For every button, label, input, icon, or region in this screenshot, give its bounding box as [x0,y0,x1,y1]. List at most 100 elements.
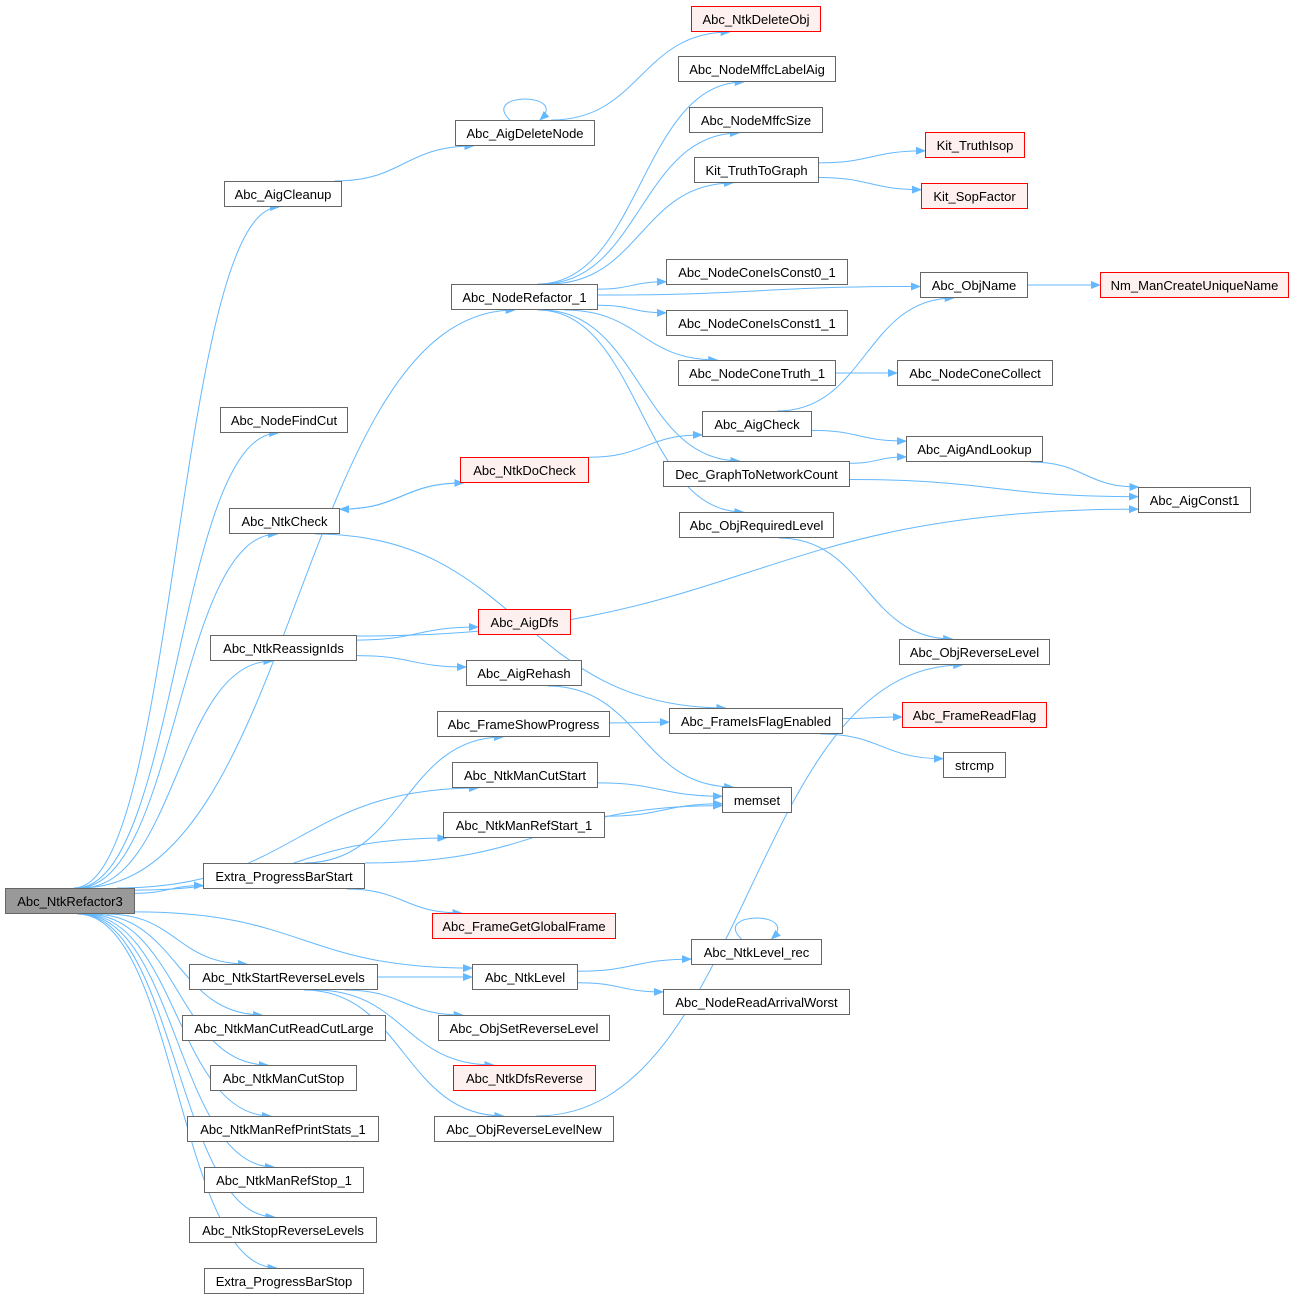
edge-noderefactor-to-decgraph [541,309,741,465]
node-ntklevel[interactable]: Abc_NtkLevel [472,964,578,990]
edge-ntklevel-to-nodereadarrival [577,982,664,996]
edge-objrequiredlevel-to-objreverselevel [778,537,954,643]
edge-objreverselevelnew-to-objreverselevel [536,661,964,1117]
edge-ntkmanrefstart-to-memset [604,799,723,817]
edge-aigcleanup-to-aigdeletenode [334,142,475,182]
node-nodeconeconst1[interactable]: Abc_NodeConeIsConst1_1 [666,310,848,336]
edge-root-to-ntkmancutstart [116,784,480,889]
edge-root-to-ntklevel [134,911,473,973]
node-ntkmanrefstart[interactable]: Abc_NtkManRefStart_1 [443,812,605,838]
node-frameisflagenabled[interactable]: Abc_FrameIsFlagEnabled [669,708,843,734]
edge-noderefactor-to-nodeconetruth [564,309,719,364]
node-ntkmanrefstop[interactable]: Abc_NtkManRefStop_1 [204,1167,364,1193]
edge-root-to-ntkmanrefprint [82,913,272,1120]
edge-decgraph-to-aigconst1 [849,479,1139,501]
edge-ntkreassignids-to-aigrehash [356,655,467,671]
edge-kittruthtograph-to-kittruthisop [818,146,926,164]
edge-ntkdocheck-to-aigcheck [588,430,703,458]
node-ntkmanrefprint[interactable]: Abc_NtkManRefPrintStats_1 [187,1116,379,1142]
node-noderefactor[interactable]: Abc_NodeRefactor_1 [451,284,598,310]
edge-noderefactor-to-nodeconeconst0 [597,277,667,290]
node-aigcheck[interactable]: Abc_AigCheck [702,411,812,437]
node-kittruthtograph[interactable]: Kit_TruthToGraph [694,157,819,183]
edge-ntkdocheck-to-ntkcheck [339,482,464,514]
node-ntkmancutstop[interactable]: Abc_NtkManCutStop [210,1065,357,1091]
node-nodereadarrival[interactable]: Abc_NodeReadArrivalWorst [663,989,850,1015]
node-strcmp[interactable]: strcmp [943,752,1006,778]
node-ntkreassignids[interactable]: Abc_NtkReassignIds [210,635,357,661]
edge-root-to-nodefindcut [75,429,280,889]
node-objreverselevel[interactable]: Abc_ObjReverseLevel [899,639,1050,665]
edge-decgraph-to-aigandlookup [849,452,907,464]
edge-aigandlookup-to-aigconst1 [1030,461,1140,491]
node-progressbarstart[interactable]: Extra_ProgressBarStart [203,863,365,889]
node-aigdeletenode[interactable]: Abc_AigDeleteNode [455,120,595,146]
edge-ntkreassignids-to-aigdfs [356,623,479,641]
node-kittruthisop[interactable]: Kit_TruthIsop [925,132,1025,158]
edge-kittruthtograph-to-kitsopfactor [818,176,922,194]
node-objreverselevelnew[interactable]: Abc_ObjReverseLevelNew [434,1116,614,1142]
edge-noderefactor-to-nodeconeconst1 [597,304,667,317]
node-ntkmancutreadlarge[interactable]: Abc_NtkManCutReadCutLarge [182,1015,386,1041]
node-framegetglobal[interactable]: Abc_FrameGetGlobalFrame [432,913,616,939]
edge-noderefactor-to-objname [597,282,921,296]
node-kitsopfactor[interactable]: Kit_SopFactor [921,183,1028,209]
node-nodeconetruth[interactable]: Abc_NodeConeTruth_1 [678,360,836,386]
node-progressbarstop[interactable]: Extra_ProgressBarStop [204,1268,364,1294]
edge-ntklevel-to-ntklevelrec [577,955,692,972]
edge-root-to-ntkmanrefstop [79,913,276,1171]
node-framereadflag[interactable]: Abc_FrameReadFlag [902,702,1047,728]
node-nodemffcsize[interactable]: Abc_NodeMffcSize [689,107,823,133]
edge-progressbarstart-to-framegetglobal [346,888,463,917]
node-root: Abc_NtkRefactor3 [5,888,135,914]
edge-frameshowprogress-to-frameisflagenabled [609,718,670,727]
node-aigrehash[interactable]: Abc_AigRehash [466,660,582,686]
node-nodeconecollect[interactable]: Abc_NodeConeCollect [897,360,1053,386]
node-objrequiredlevel[interactable]: Abc_ObjRequiredLevel [679,512,834,538]
node-objsetreverselevel[interactable]: Abc_ObjSetReverseLevel [438,1015,610,1041]
edge-root-to-progressbarstop [77,913,278,1272]
node-aigdfs[interactable]: Abc_AigDfs [478,609,571,635]
node-ntklevelrec[interactable]: Abc_NtkLevel_rec [691,939,822,965]
edge-aigcheck-to-objname [777,294,955,412]
edge-ntklevelrec-to-ntklevelrec [734,917,781,940]
node-ntkmancutstart[interactable]: Abc_NtkManCutStart [452,762,598,788]
node-nodefindcut[interactable]: Abc_NodeFindCut [220,407,348,433]
node-nodemffclabelaig[interactable]: Abc_NodeMffcLabelAig [678,56,836,82]
node-ntkstopreverse[interactable]: Abc_NtkStopReverseLevels [189,1217,377,1243]
edge-aigcheck-to-aigandlookup [811,429,907,446]
node-aigconst1[interactable]: Abc_AigConst1 [1138,487,1251,513]
node-aigcleanup[interactable]: Abc_AigCleanup [224,181,342,207]
edge-root-to-ntkreassignids [80,657,274,889]
edge-aigdeletenode-to-ntkdeleteobj [551,28,731,121]
node-objname[interactable]: Abc_ObjName [920,272,1028,298]
edge-aigdeletenode-to-aigdeletenode [503,98,550,121]
edge-progressbarstart-to-frameshowprogress [304,733,505,864]
edge-noderefactor-to-kittruthtograph [548,179,734,285]
node-frameshowprogress[interactable]: Abc_FrameShowProgress [437,711,610,737]
node-ntkdocheck[interactable]: Abc_NtkDoCheck [460,457,589,483]
node-nodeconeconst0[interactable]: Abc_NodeConeIsConst0_1 [666,259,848,285]
node-ntkstartreverse[interactable]: Abc_NtkStartReverseLevels [189,964,378,990]
edge-ntkstartreverse-to-ntkdfsreverse [314,989,495,1069]
edge-root-to-noderefactor [79,306,516,889]
edge-ntkmancutstart-to-memset [597,782,723,801]
edge-root-to-ntkstartreverse [106,913,248,968]
edge-root-to-ntkmancutreadlarge [91,913,264,1019]
edge-ntkstartreverse-to-objsetreverselevel [344,989,464,1019]
edge-aigrehash-to-memset [547,685,735,791]
edge-noderefactor-to-objrequiredlevel [537,309,745,516]
edge-ntkstartreverse-to-objreverselevelnew [304,989,505,1120]
edge-noderefactor-to-nodemffclabelaig [537,78,745,285]
node-memset[interactable]: memset [722,787,792,813]
edge-noderefactor-to-nodemffcsize [541,129,740,285]
node-nmmancreate[interactable]: Nm_ManCreateUniqueName [1100,272,1289,298]
edge-root-to-ntkcheck [77,530,279,889]
node-decgraph[interactable]: Dec_GraphToNetworkCount [663,461,850,487]
node-ntkcheck[interactable]: Abc_NtkCheck [229,508,340,534]
node-ntkdfsreverse[interactable]: Abc_NtkDfsReverse [453,1065,596,1091]
node-aigandlookup[interactable]: Abc_AigAndLookup [906,436,1043,462]
node-ntkdeleteobj[interactable]: Abc_NtkDeleteObj [691,6,821,32]
